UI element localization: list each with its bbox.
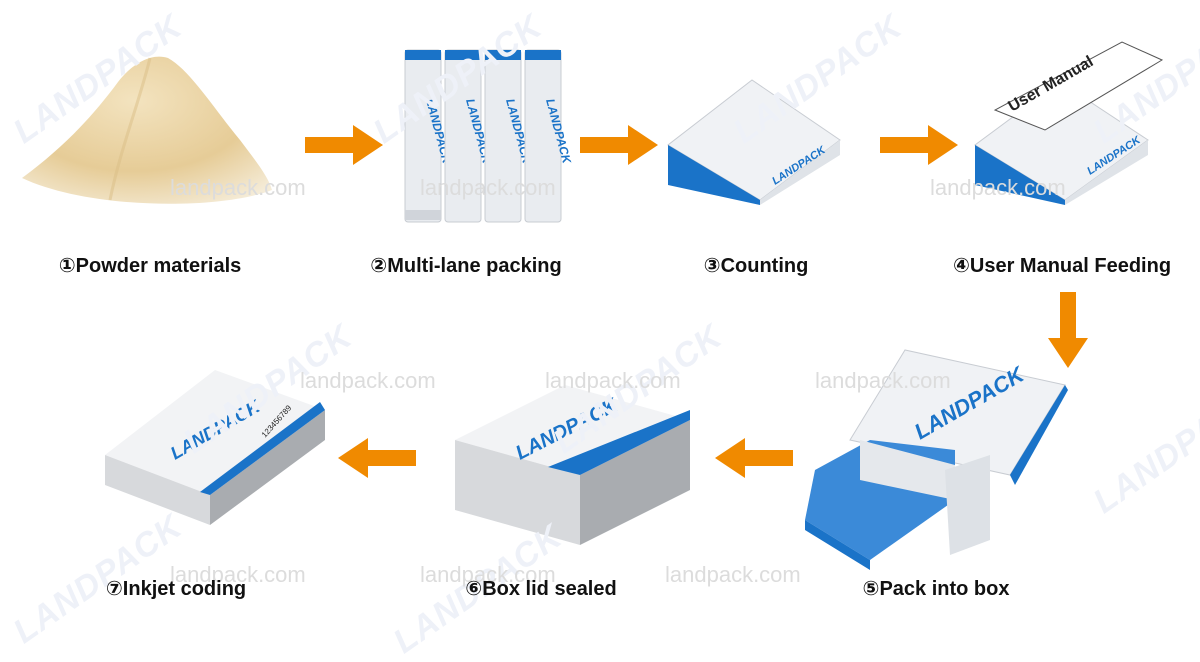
arrow-down-icon	[1048, 292, 1088, 368]
step-2-label: ②Multi-lane packing	[370, 255, 562, 277]
step-7-label: ⑦Inkjet coding	[105, 578, 247, 600]
sealed-box-image: LANDPACK	[455, 385, 690, 545]
arrow-right-icon	[305, 125, 383, 165]
watermark-url: landpack.com	[420, 562, 556, 587]
watermark-url: landpack.com	[170, 175, 306, 200]
step-3-label: ③Counting	[703, 255, 809, 277]
counted-sticks-image: LANDPACK	[667, 79, 841, 205]
multi-lane-sticks-image: LANDPACK LANDPACK LANDPACK LANDPACK	[404, 49, 574, 223]
step-4-label: ④User Manual Feeding	[952, 255, 1172, 277]
watermark-url: landpack.com	[930, 175, 1066, 200]
arrow-left-icon	[715, 438, 793, 478]
arrow-left-icon	[338, 438, 416, 478]
watermark-url: landpack.com	[300, 368, 436, 393]
arrow-right-icon	[580, 125, 658, 165]
arrow-right-icon	[880, 125, 958, 165]
step-1-label: ①Powder materials	[58, 255, 242, 277]
watermark-url: landpack.com	[170, 562, 306, 587]
watermark-url: landpack.com	[420, 175, 556, 200]
powder-pile-image	[22, 56, 272, 204]
step-5-label: ⑤Pack into box	[862, 578, 1010, 600]
watermark-url: landpack.com	[665, 562, 801, 587]
open-box-image: LANDPACK	[805, 349, 1068, 570]
watermark-url: landpack.com	[545, 368, 681, 393]
watermark-logo: LANDPACK	[1086, 377, 1200, 521]
manual-feeding-image: User Manual LANDPACK	[974, 41, 1164, 205]
step-6-label: ⑥Box lid sealed	[465, 578, 617, 600]
coded-box-image: LANDPACK 123456789	[105, 370, 325, 525]
watermark-url: landpack.com	[815, 368, 951, 393]
